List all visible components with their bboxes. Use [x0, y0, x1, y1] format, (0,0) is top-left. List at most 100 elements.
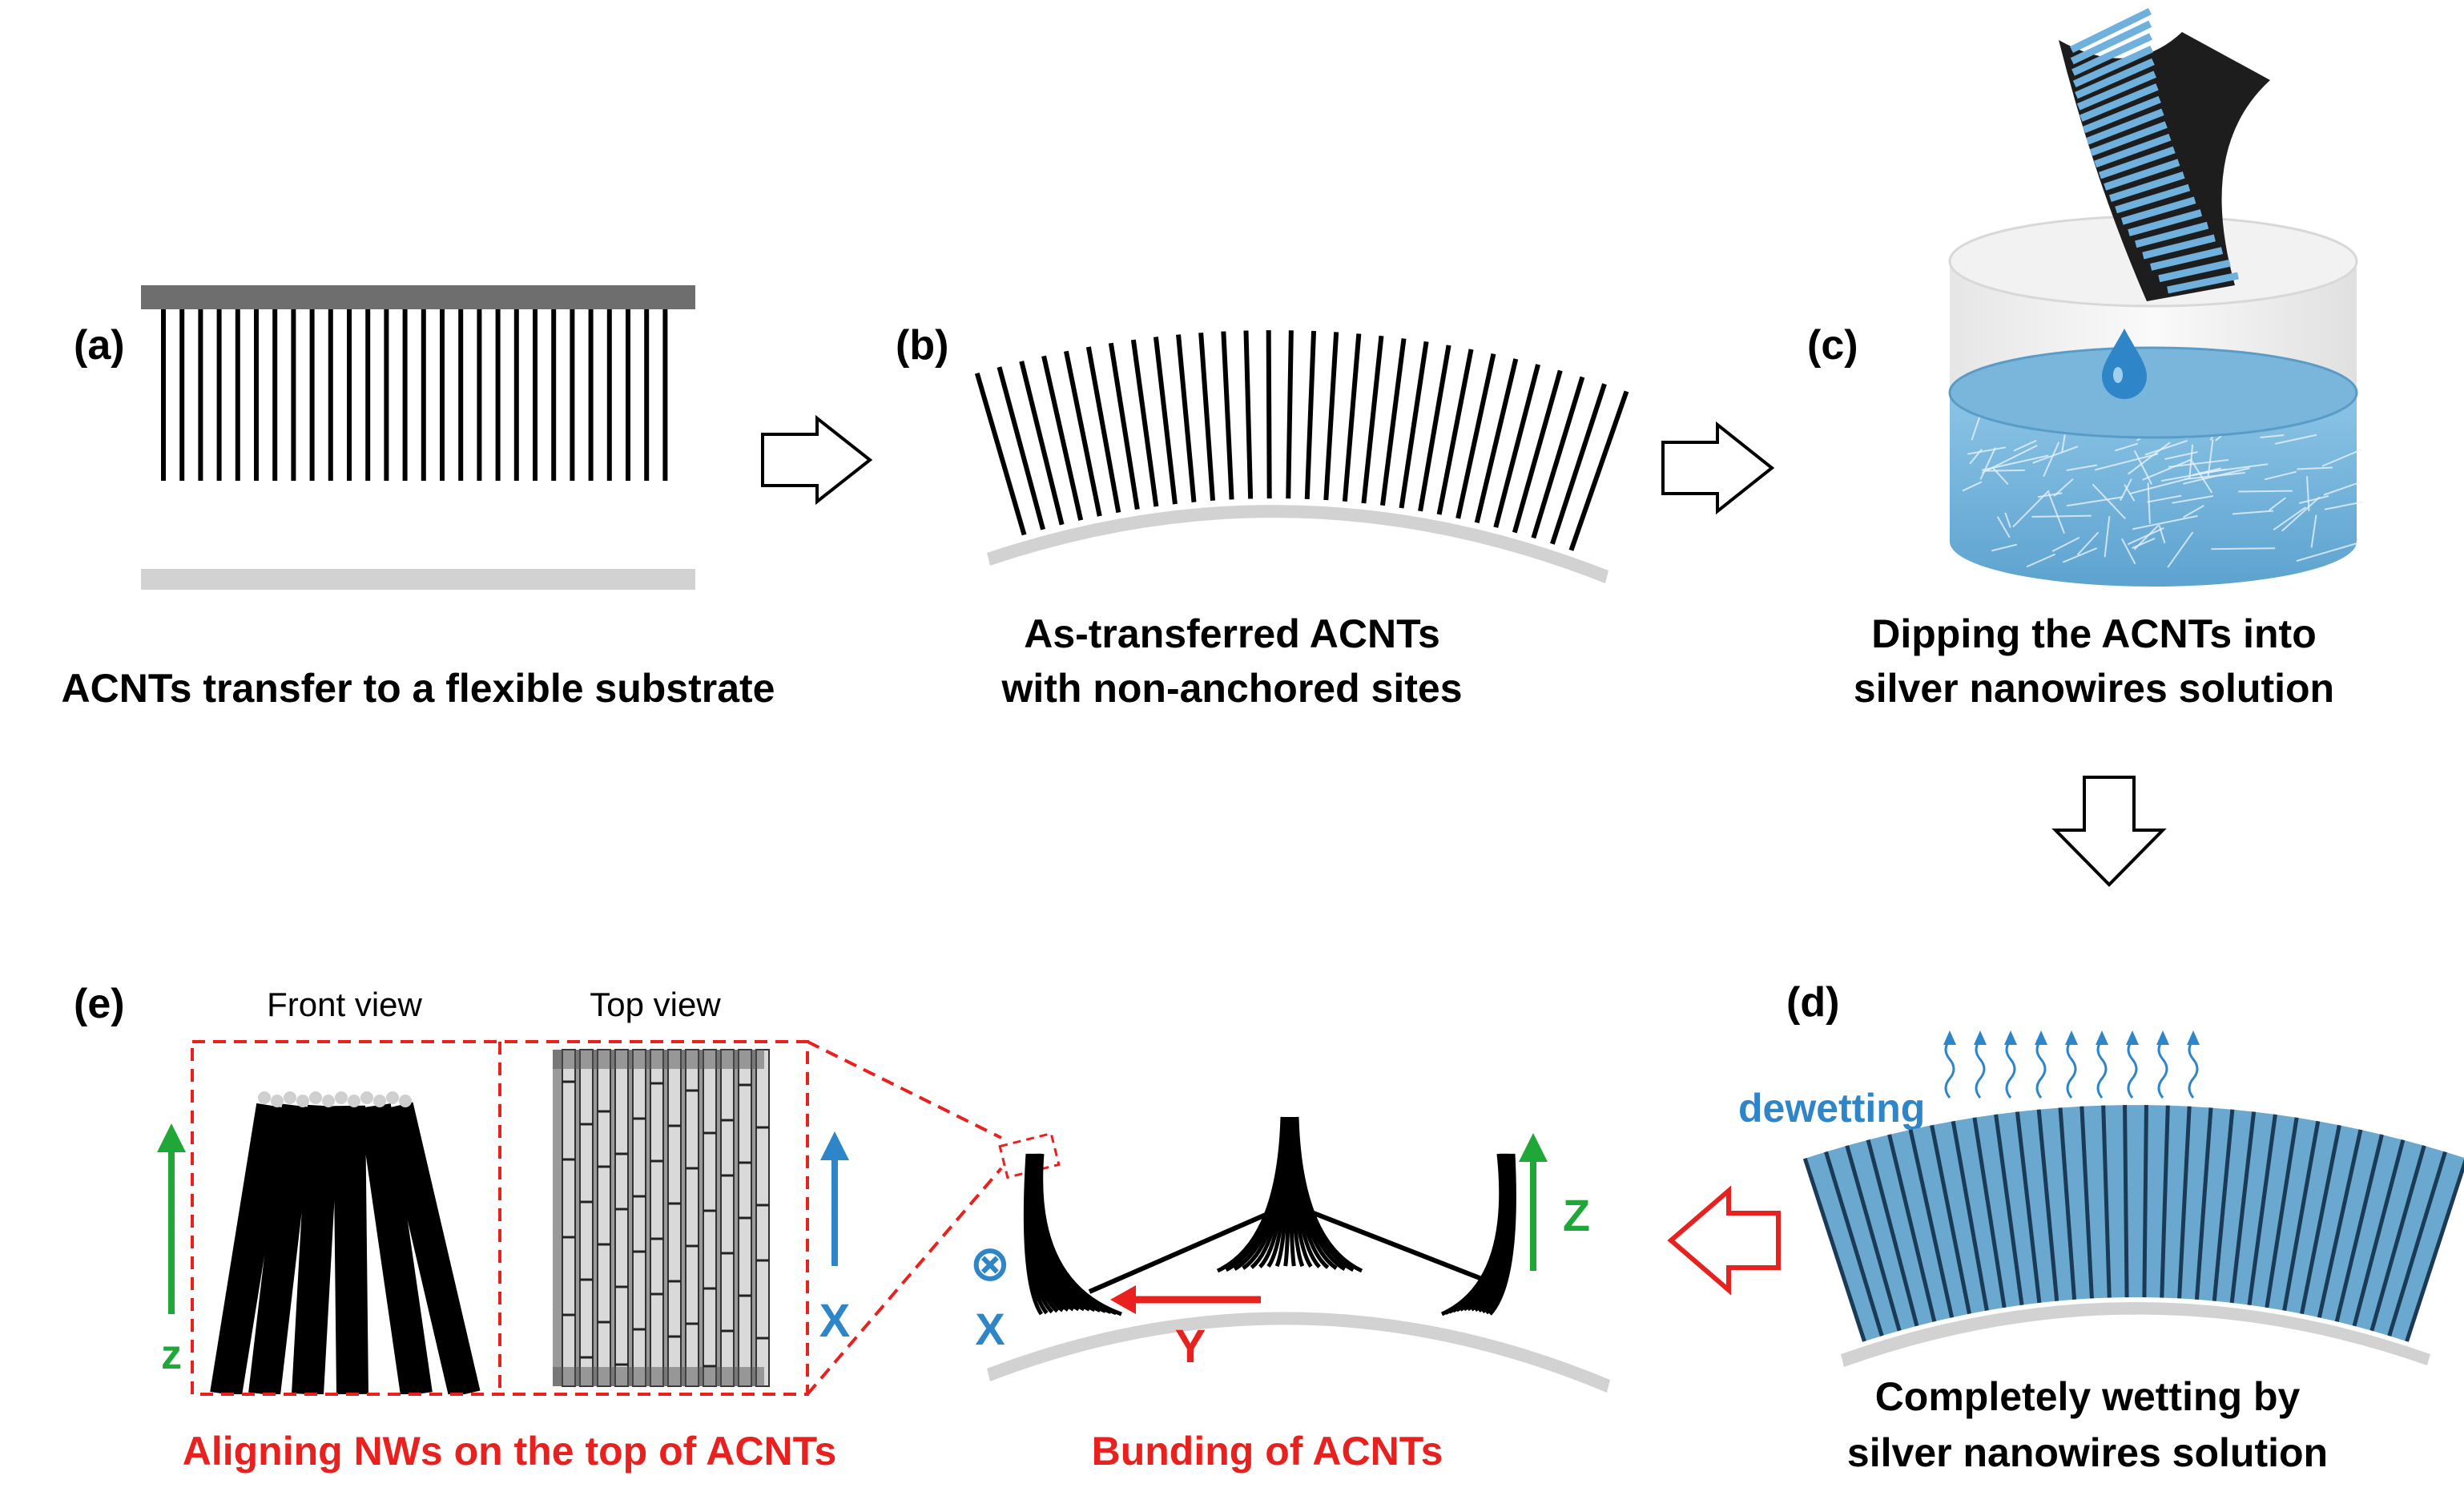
cnt-tube: [1824, 1151, 1884, 1337]
z-axis-label-right: Z: [1563, 1190, 1590, 1240]
vapor-arrow-icon: [2035, 1039, 2047, 1099]
panel-c: (c) Dipping the ACNTs into silver nanowi…: [1807, 7, 2363, 711]
cnt-tube: [2369, 1145, 2426, 1332]
panel-b: (b) As-transferred ACNTs with non-anchor…: [896, 322, 1629, 711]
cnt-tube: [2058, 1107, 2077, 1300]
front-view-label: Front view: [267, 986, 422, 1023]
cnt-bundle-strand: [1488, 1153, 1516, 1316]
hollow-arrow-down-icon: [2051, 776, 2167, 887]
y-axis-label: Y: [1175, 1321, 1206, 1373]
hollow-arrow-right-icon: [1661, 421, 1775, 515]
cnt-tube: [2177, 1106, 2192, 1299]
panel-a-flexible-substrate: [141, 569, 695, 590]
cnt-tube: [1266, 330, 1272, 499]
cnt-tube: [1243, 330, 1254, 499]
panel-d-caption-line2: silver nanowires solution: [1847, 1430, 2328, 1475]
cnt-tube: [2036, 1109, 2059, 1301]
cnt-tube: [1531, 376, 1585, 539]
vapor-arrows: [1943, 1030, 2200, 1099]
cnt-tube: [2015, 1111, 2042, 1304]
cnt-tube: [1866, 1139, 1919, 1327]
cnt-tube: [1802, 1157, 1866, 1342]
cnt-tube: [2212, 1109, 2235, 1301]
solution-surface: [1948, 346, 2358, 439]
cnt-tube: [1493, 364, 1540, 528]
top-view-label: Top view: [590, 986, 721, 1023]
cnt-bundle-front: [292, 1104, 340, 1394]
panel-b-curved-substrate: [987, 505, 1608, 583]
cnt-tube: [2317, 1129, 2363, 1318]
panel-c-caption-line1: Dipping the ACNTs into: [1871, 611, 2316, 656]
cnt-tube: [2160, 1105, 2170, 1298]
cnt-tube: [2387, 1151, 2447, 1337]
cnt-tube: [1512, 369, 1563, 534]
cnt-tube: [1568, 390, 1629, 551]
cnt-tube: [1153, 337, 1178, 505]
cnt-tube: [1041, 355, 1084, 521]
cnt-tube: [2194, 1107, 2213, 1300]
cnt-bundles: [1023, 1116, 1516, 1317]
cnt-bundle-strand: [1294, 1116, 1363, 1273]
droplet-icon: [2102, 329, 2147, 399]
panel-b-caption-line2: with non-anchored sites: [1000, 666, 1462, 711]
cnt-bundle-front: [359, 1103, 433, 1394]
cnt-tube: [1399, 341, 1429, 509]
zoom-line-top: [807, 1040, 1002, 1139]
x-axis-label-left: X: [975, 1304, 1005, 1354]
cnt-tube: [2352, 1139, 2406, 1327]
panel-a-label: (a): [74, 322, 125, 369]
panel-a-cnt-array: [161, 309, 668, 481]
cnt-tube: [1130, 339, 1159, 507]
cnt-tube: [2080, 1106, 2094, 1299]
cnt-tube: [1951, 1120, 1989, 1311]
cnt-tube: [996, 366, 1046, 530]
panel-a-caption: ACNTs transfer to a flexible substrate: [62, 666, 775, 711]
panel-e: (e) Front view Top view z X: [74, 981, 1610, 1474]
cnt-tube: [1286, 330, 1294, 499]
hollow-arrow-left-icon: [1667, 1185, 1781, 1296]
cnt-tube: [2334, 1134, 2384, 1322]
cnt-tube: [1474, 358, 1519, 523]
vapor-arrow-icon: [1975, 1039, 1986, 1099]
cnt-tube: [1455, 353, 1496, 519]
cnt-tube: [1436, 349, 1474, 515]
cnt-tube: [1063, 350, 1102, 517]
cnt-tube: [2265, 1117, 2299, 1308]
cnt-tube: [1304, 330, 1317, 500]
vapor-arrow-icon: [2005, 1039, 2016, 1099]
panel-e-label: (e): [74, 981, 125, 1027]
panel-c-caption-line2: silver nanowires solution: [1854, 666, 2334, 711]
cnt-tube: [1323, 332, 1339, 501]
dipped-acnt-film: [2070, 7, 2239, 294]
x-into-page-icon: ⊗: [969, 1236, 1011, 1292]
zoom-dashed-box: [191, 1040, 809, 1396]
vapor-arrow-icon: [2066, 1039, 2077, 1099]
cnt-tube: [1887, 1134, 1937, 1322]
vapor-arrow-icon: [2096, 1039, 2108, 1099]
panel-a: (a) ACNTs transfer to a flexible substra…: [62, 285, 775, 711]
cnt-tube: [2405, 1159, 2464, 1342]
cnt-tube: [1972, 1117, 2007, 1308]
panel-d-caption-line1: Completely wetting by: [1875, 1374, 2301, 1419]
zoom-line-bottom: [806, 1167, 1003, 1396]
cnt-tube: [2300, 1124, 2341, 1315]
panel-a-top-substrate: [141, 285, 695, 309]
cnt-tube: [1176, 334, 1197, 502]
cnt-tube: [1845, 1145, 1902, 1332]
cnt-tube: [2101, 1105, 2112, 1298]
solution-body: [1950, 393, 2357, 587]
cnt-tube: [1221, 331, 1234, 500]
panel-d-wetted-cnt-array: [1802, 1105, 2464, 1342]
cnt-bundle-front: [333, 1105, 368, 1394]
panel-d-curved-substrate: [1841, 1302, 2430, 1367]
x-axis-label-right: X: [819, 1295, 851, 1347]
vapor-arrow-icon: [2127, 1039, 2138, 1099]
cnt-bundle-strand: [1039, 1153, 1122, 1317]
cnt-tube: [1342, 333, 1362, 502]
cnt-tube: [1019, 361, 1065, 526]
front-view-image: [210, 1091, 481, 1394]
cnt-tube: [1198, 333, 1216, 501]
cnt-tube: [2123, 1105, 2129, 1298]
panel-e-caption-right: Bunding of ACNTs: [1092, 1429, 1443, 1474]
vapor-arrow-icon: [2188, 1039, 2199, 1099]
